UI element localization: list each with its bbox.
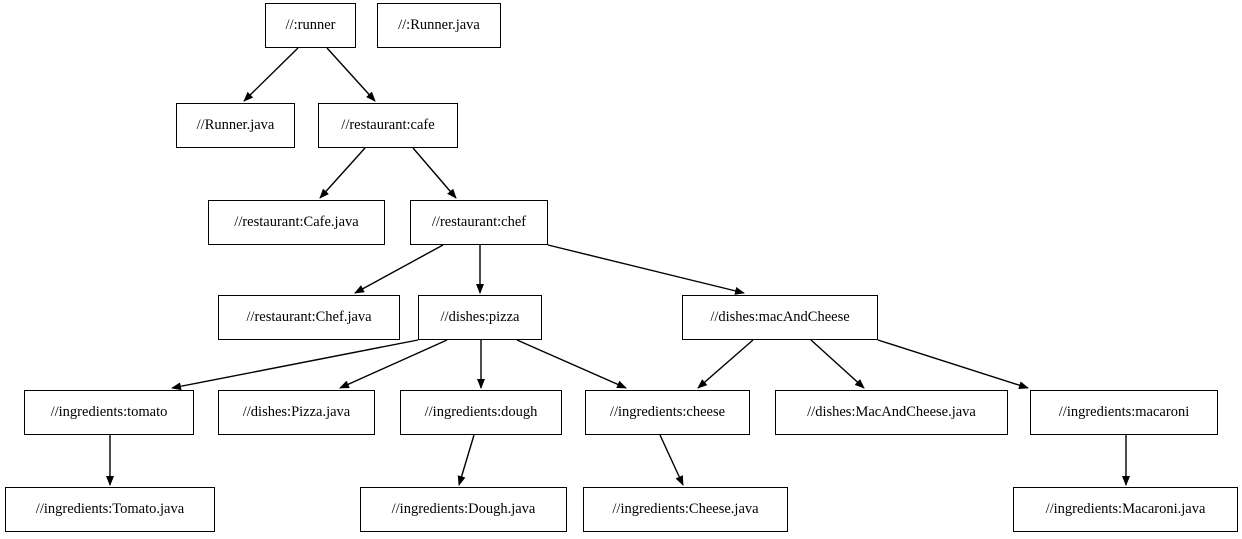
graph-node-label: //ingredients:dough bbox=[424, 404, 538, 421]
graph-node-ing_tomato[interactable]: //ingredients:tomato bbox=[24, 390, 194, 435]
graph-node-chef_java[interactable]: //restaurant:Chef.java bbox=[218, 295, 400, 340]
graph-node-tomato_java[interactable]: //ingredients:Tomato.java bbox=[5, 487, 215, 532]
graph-node-label: //restaurant:Chef.java bbox=[246, 309, 372, 326]
graph-node-label: //ingredients:tomato bbox=[50, 404, 168, 421]
graph-node-label: //ingredients:macaroni bbox=[1058, 404, 1190, 421]
graph-node-macaroni_java[interactable]: //ingredients:Macaroni.java bbox=[1013, 487, 1238, 532]
graph-node-label: //ingredients:Tomato.java bbox=[35, 501, 185, 518]
graph-edge-restaurant_chef-to-chef_java bbox=[354, 244, 444, 294]
graph-edge-dishes_pizza-to-ing_tomato bbox=[171, 339, 419, 391]
graph-node-label: //Runner.java bbox=[196, 117, 275, 134]
graph-node-dough_java[interactable]: //ingredients:Dough.java bbox=[360, 487, 567, 532]
graph-node-ing_dough[interactable]: //ingredients:dough bbox=[400, 390, 562, 435]
graph-node-label: //dishes:MacAndCheese.java bbox=[807, 404, 976, 421]
graph-edge-ing_dough-to-dough_java bbox=[457, 434, 475, 486]
graph-node-label: //restaurant:chef bbox=[431, 214, 527, 231]
graph-node-mac_java[interactable]: //dishes:MacAndCheese.java bbox=[775, 390, 1008, 435]
graph-node-label: //:Runner.java bbox=[398, 17, 480, 34]
graph-node-root_runner_java[interactable]: //:Runner.java bbox=[377, 3, 501, 48]
graph-node-cafe_java[interactable]: //restaurant:Cafe.java bbox=[208, 200, 385, 245]
graph-node-cheese_java[interactable]: //ingredients:Cheese.java bbox=[583, 487, 788, 532]
graph-node-runner_java[interactable]: //Runner.java bbox=[176, 103, 295, 148]
graph-node-label: //dishes:Pizza.java bbox=[242, 404, 351, 421]
graph-node-ing_cheese[interactable]: //ingredients:cheese bbox=[585, 390, 750, 435]
graph-node-dishes_mac[interactable]: //dishes:macAndCheese bbox=[682, 295, 878, 340]
graph-edge-restaurant_cafe-to-restaurant_chef bbox=[412, 147, 457, 199]
graph-node-label: //ingredients:cheese bbox=[609, 404, 726, 421]
graph-edge-dishes_mac-to-ing_macaroni bbox=[877, 339, 1029, 390]
graph-edge-runner-to-restaurant_cafe bbox=[326, 47, 376, 102]
graph-node-pizza_java[interactable]: //dishes:Pizza.java bbox=[218, 390, 375, 435]
graph-node-label: //ingredients:Macaroni.java bbox=[1045, 501, 1206, 518]
graph-node-dishes_pizza[interactable]: //dishes:pizza bbox=[418, 295, 542, 340]
graph-edge-dishes_mac-to-ing_cheese bbox=[697, 339, 754, 389]
graph-node-label: //ingredients:Cheese.java bbox=[612, 501, 759, 518]
graph-edge-restaurant_chef-to-dishes_mac bbox=[547, 244, 745, 295]
graph-edge-dishes_pizza-to-ing_cheese bbox=[516, 339, 627, 389]
graph-node-label: //:runner bbox=[285, 17, 336, 34]
graph-edge-restaurant_cafe-to-cafe_java bbox=[319, 147, 366, 199]
graph-node-ing_macaroni[interactable]: //ingredients:macaroni bbox=[1030, 390, 1218, 435]
graph-node-label: //dishes:pizza bbox=[440, 309, 520, 326]
graph-edge-dishes_pizza-to-pizza_java bbox=[339, 339, 448, 389]
graph-node-label: //dishes:macAndCheese bbox=[710, 309, 850, 326]
graph-node-label: //ingredients:Dough.java bbox=[391, 501, 536, 518]
graph-node-restaurant_chef[interactable]: //restaurant:chef bbox=[410, 200, 548, 245]
graph-edge-dishes_mac-to-mac_java bbox=[810, 339, 865, 389]
graph-node-label: //restaurant:Cafe.java bbox=[234, 214, 359, 231]
graph-node-label: //restaurant:cafe bbox=[341, 117, 435, 134]
graph-edge-ing_cheese-to-cheese_java bbox=[659, 434, 684, 486]
graph-edge-runner-to-runner_java bbox=[243, 47, 299, 102]
graph-node-runner[interactable]: //:runner bbox=[265, 3, 356, 48]
graph-node-restaurant_cafe[interactable]: //restaurant:cafe bbox=[318, 103, 458, 148]
